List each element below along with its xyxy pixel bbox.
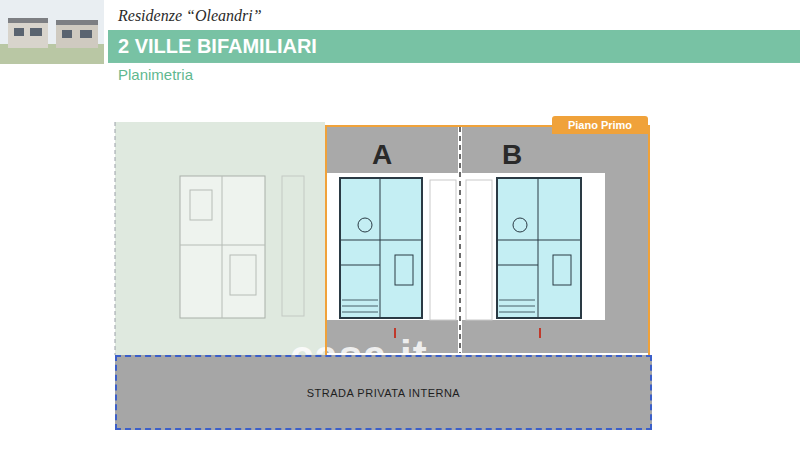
- faded-neighbour-plan-part: [180, 245, 265, 246]
- faded-neighbour-plan-part: [282, 176, 304, 316]
- house-b-part: [499, 300, 535, 312]
- faded-neighbour-plan-part: [230, 255, 256, 295]
- house-b-part: [538, 178, 539, 318]
- gardens-part: [430, 180, 456, 320]
- title-band-text: 2 VILLE BIFAMILIARI: [118, 35, 317, 58]
- header-thumbnail: [0, 0, 104, 64]
- house-b-part: [497, 178, 581, 318]
- house-a-part: [380, 178, 381, 318]
- header-thumbnail-part: [8, 22, 48, 48]
- faded-neighbour-plan-part: [115, 122, 325, 355]
- lot-a-text: A: [372, 139, 392, 171]
- faded-neighbour-plan-part: [115, 122, 116, 355]
- house-b-part: [513, 218, 527, 232]
- lot-a: A: [325, 125, 461, 355]
- header-rule-part: [108, 62, 800, 63]
- header-thumbnail-part: [14, 28, 24, 36]
- house-b-part: [497, 240, 581, 241]
- floor-tag-text: Piano Primo: [568, 119, 632, 131]
- house-b-part: [497, 265, 538, 266]
- subtitle: Planimetria: [118, 66, 193, 83]
- project-title: Residenze “Oleandri”: [118, 7, 262, 25]
- header-rule: [108, 62, 800, 63]
- faded-neighbour-plan-part: [190, 190, 212, 220]
- faded-neighbour-plan-part: [180, 176, 265, 318]
- header-thumbnail-part: [0, 0, 104, 64]
- floor-tag: Piano Primo: [552, 116, 648, 134]
- house-a-part: [358, 218, 372, 232]
- gardens-part: [605, 173, 648, 323]
- house-b-part: [553, 255, 571, 285]
- house-b: [497, 178, 581, 318]
- house-a-part: [395, 255, 413, 285]
- header-thumbnail-part: [56, 20, 98, 25]
- house-a-part: [342, 300, 378, 312]
- header-thumbnail-part: [62, 30, 72, 38]
- title-band: 2 VILLE BIFAMILIARI: [108, 30, 800, 62]
- house-a-part: [340, 178, 422, 318]
- lot-b-text: B: [502, 139, 522, 171]
- faded-neighbour-plan-part: [222, 176, 223, 318]
- gardens-part: [327, 127, 458, 173]
- header-thumbnail-part: [56, 24, 98, 48]
- private-road-text: STRADA PRIVATA INTERNA: [307, 387, 460, 399]
- header-thumbnail-part: [8, 18, 48, 23]
- faded-neighbour-plan: [115, 122, 325, 355]
- private-road: STRADA PRIVATA INTERNA: [115, 355, 652, 430]
- gardens-part: [466, 180, 492, 320]
- header-thumbnail-part: [30, 28, 42, 36]
- gardens-part: [462, 320, 648, 353]
- gardens: [327, 127, 648, 353]
- house-a: [340, 178, 422, 318]
- lot-b: B: [460, 125, 650, 355]
- header-thumbnail-part: [80, 30, 92, 38]
- house-a-part: [340, 240, 422, 241]
- house-a-part: [340, 265, 380, 266]
